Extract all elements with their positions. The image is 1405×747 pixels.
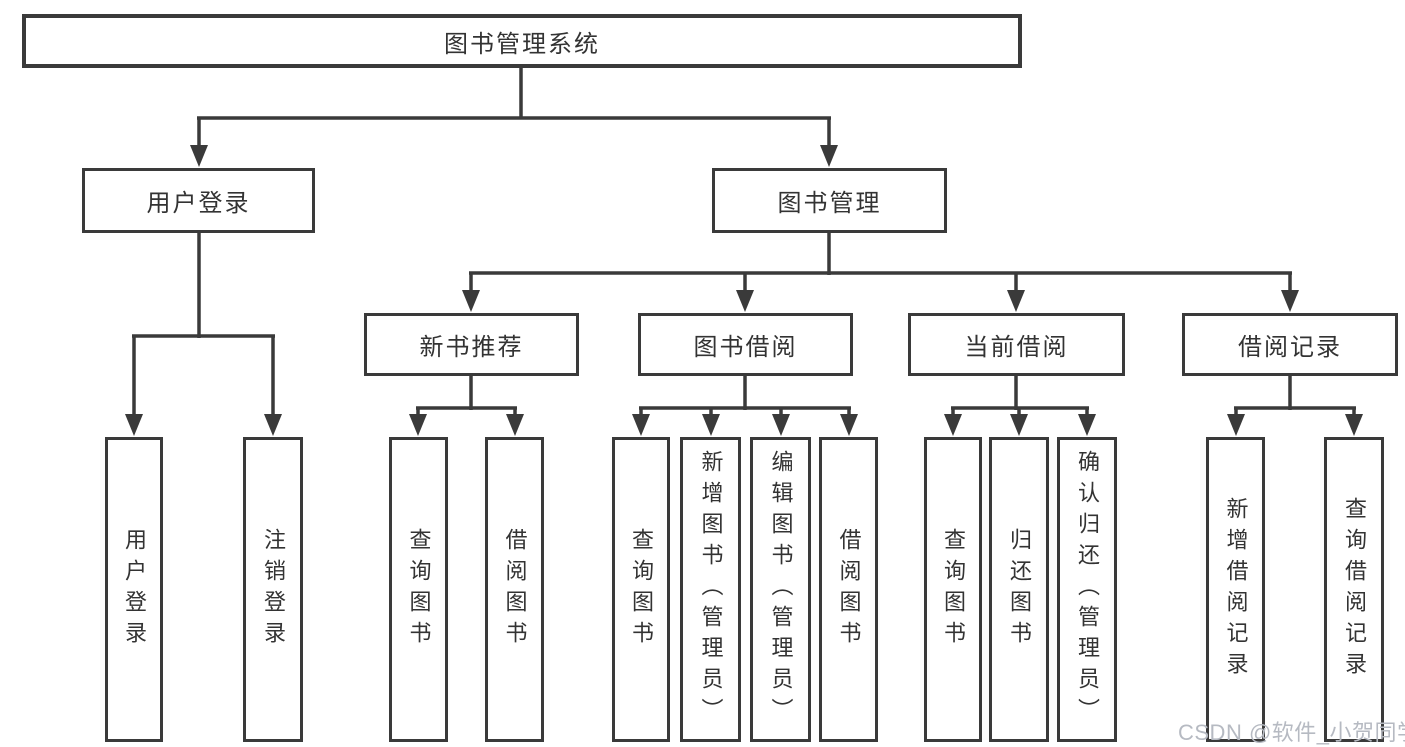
- arrow-down-icon: [125, 414, 143, 436]
- leaf-add-borrow-record: 新增借阅记录: [1206, 437, 1265, 742]
- arrow-down-icon: [702, 414, 720, 436]
- arrow-down-icon: [820, 145, 838, 167]
- arrow-down-icon: [1345, 414, 1363, 436]
- leaf-query-borrow-record: 查询借阅记录: [1324, 437, 1384, 742]
- node-library-management-system: 图书管理系统: [22, 14, 1022, 68]
- arrow-down-icon: [506, 414, 524, 436]
- arrow-down-icon: [772, 414, 790, 436]
- arrow-down-icon: [1007, 290, 1025, 312]
- arrow-down-icon: [736, 290, 754, 312]
- arrow-down-icon: [1010, 414, 1028, 436]
- arrow-down-icon: [944, 414, 962, 436]
- arrow-down-icon: [409, 414, 427, 436]
- node-new-book-recommend: 新书推荐: [364, 313, 579, 376]
- leaf-logout: 注销登录: [243, 437, 303, 742]
- arrow-down-icon: [264, 414, 282, 436]
- leaf-return-book: 归还图书: [989, 437, 1049, 742]
- leaf-borrow-books-recommend: 借阅图书: [485, 437, 544, 742]
- arrow-down-icon: [840, 414, 858, 436]
- node-borrowing-records: 借阅记录: [1182, 313, 1398, 376]
- arrow-down-icon: [1281, 290, 1299, 312]
- arrow-down-icon: [632, 414, 650, 436]
- arrow-down-icon: [1227, 414, 1245, 436]
- leaf-query-books-current: 查询图书: [924, 437, 982, 742]
- leaf-add-book-admin: 新增图书（管理员）: [680, 437, 741, 742]
- leaf-query-books-borrowing: 查询图书: [612, 437, 670, 742]
- arrow-down-icon: [1078, 414, 1096, 436]
- arrowheads: [125, 145, 1363, 436]
- node-book-borrowing: 图书借阅: [638, 313, 853, 376]
- leaf-edit-book-admin: 编辑图书（管理员）: [750, 437, 811, 742]
- leaf-query-books-recommend: 查询图书: [389, 437, 448, 742]
- node-book-management: 图书管理: [712, 168, 947, 233]
- leaf-user-login: 用户登录: [105, 437, 163, 742]
- csdn-watermark: CSDN @软件_小贺同学: [1178, 720, 1405, 745]
- node-current-borrowing: 当前借阅: [908, 313, 1125, 376]
- arrow-down-icon: [462, 290, 480, 312]
- leaf-borrow-books-borrowing: 借阅图书: [819, 437, 878, 742]
- arrow-down-icon: [190, 145, 208, 167]
- node-user-login: 用户登录: [82, 168, 315, 233]
- leaf-confirm-return-admin: 确认归还（管理员）: [1057, 437, 1117, 742]
